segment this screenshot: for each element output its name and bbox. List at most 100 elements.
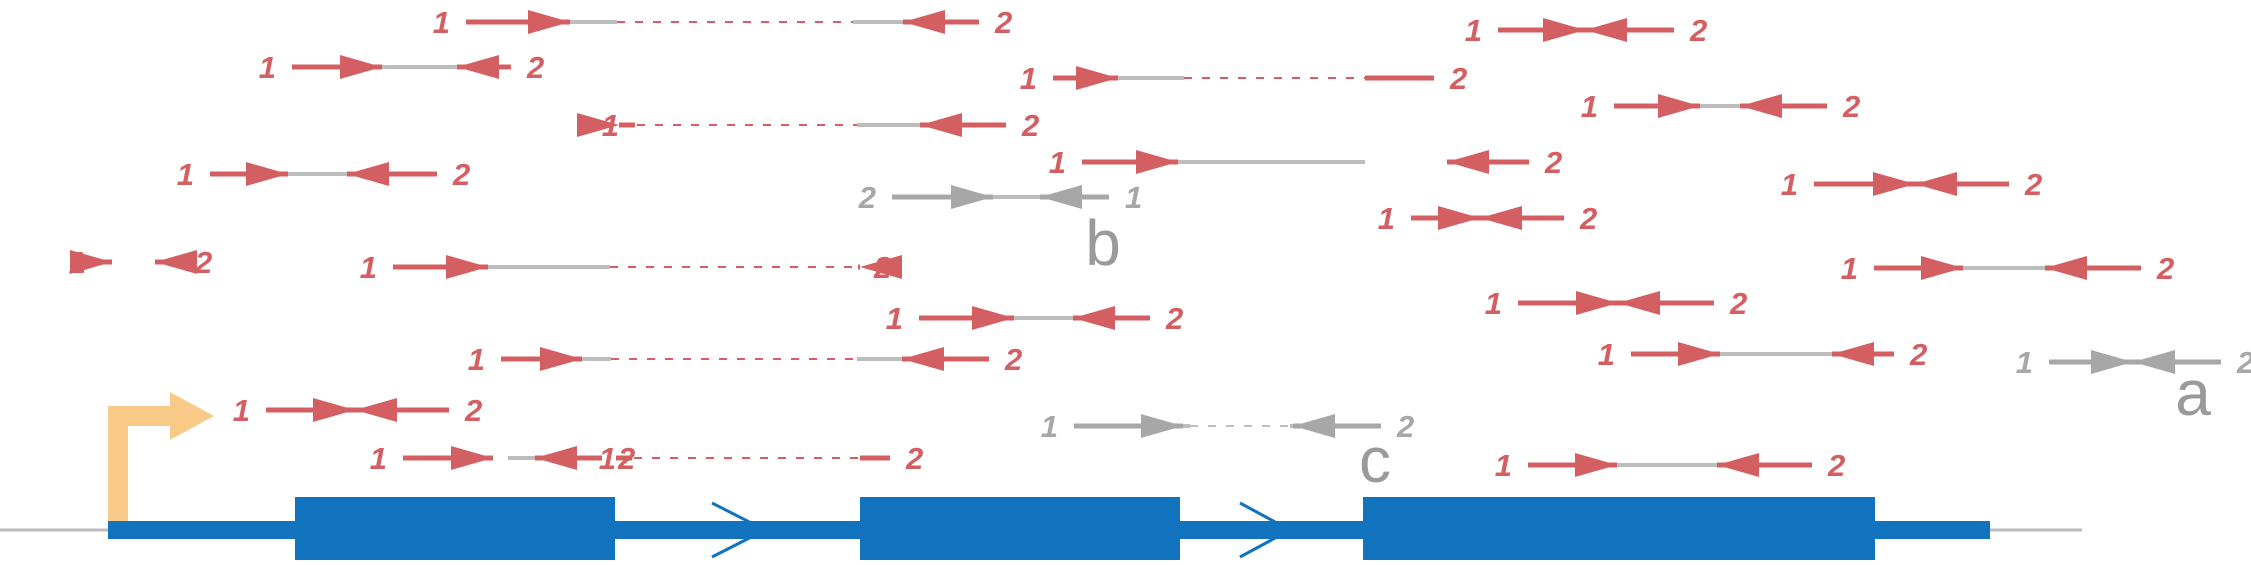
annotation-label-a: a bbox=[2175, 357, 2211, 429]
read-pair: 12 bbox=[360, 250, 892, 285]
read-end-label: 2 bbox=[452, 157, 470, 192]
read-pair: 12 bbox=[2016, 345, 2251, 380]
read-arrow-forward-icon bbox=[1575, 453, 1617, 477]
annotation-label-c: c bbox=[1359, 424, 1391, 496]
read-end-label: 1 bbox=[1598, 337, 1615, 372]
read-end-label: 2 bbox=[1729, 286, 1747, 321]
read-arrow-reverse-icon bbox=[1447, 150, 1489, 174]
annotation-label-b: b bbox=[1085, 207, 1121, 279]
read-end-label: 1 bbox=[1049, 145, 1066, 180]
read-end-label: 1 bbox=[886, 301, 903, 336]
read-arrow-forward-icon bbox=[446, 255, 488, 279]
read-arrow-reverse-icon bbox=[2045, 256, 2087, 280]
read-end-label: 1 bbox=[233, 393, 250, 428]
read-arrow-forward-icon bbox=[340, 55, 382, 79]
read-arrow-reverse-icon bbox=[1915, 172, 1957, 196]
read-end-label: 2 bbox=[1004, 342, 1022, 377]
read-end-label: 2 bbox=[1842, 89, 1860, 124]
read-pair: 12 bbox=[602, 108, 1040, 143]
exon-2 bbox=[860, 497, 1180, 560]
read-arrow-forward-icon bbox=[1873, 172, 1915, 196]
read-arrow-forward-icon bbox=[2091, 350, 2133, 374]
read-arrow-reverse-icon bbox=[1585, 18, 1627, 42]
read-end-label: 1 bbox=[1495, 448, 1512, 483]
read-arrow-forward-icon bbox=[1141, 414, 1183, 438]
exon-3 bbox=[1363, 497, 1875, 560]
read-arrow-forward-icon bbox=[1678, 342, 1720, 366]
read-end-label: 2 bbox=[1544, 145, 1562, 180]
read-end-label: 2 bbox=[1165, 301, 1183, 336]
read-arrow-reverse-icon bbox=[920, 113, 962, 137]
read-end-label: 2 bbox=[1396, 409, 1414, 444]
read-end-label: 1 bbox=[370, 441, 387, 476]
read-arrow-forward-icon bbox=[1921, 256, 1963, 280]
read-arrow-reverse-icon bbox=[860, 255, 902, 279]
read-end-label: 2 bbox=[194, 245, 212, 280]
read-arrow-forward-icon bbox=[1658, 94, 1700, 118]
read-arrow-reverse-icon bbox=[1073, 306, 1115, 330]
read-arrow-reverse-icon bbox=[1740, 94, 1782, 118]
read-end-label: 1 bbox=[1485, 286, 1502, 321]
read-end-label: 2 bbox=[2156, 251, 2174, 286]
read-arrow-forward-icon bbox=[540, 347, 582, 371]
read-end-label: 1 bbox=[1041, 409, 1058, 444]
read-end-label: 2 bbox=[994, 5, 1012, 40]
exon-1 bbox=[295, 497, 615, 560]
promoter-stem bbox=[108, 406, 175, 521]
read-arrow-forward-icon bbox=[246, 162, 288, 186]
read-arrow-reverse-icon bbox=[2133, 350, 2175, 374]
read-end-label: 1 bbox=[1781, 167, 1798, 202]
read-end-label: 1 bbox=[360, 250, 377, 285]
read-end-label: 1 bbox=[1020, 61, 1037, 96]
read-arrow-reverse-icon bbox=[1618, 291, 1660, 315]
read-end-label: 1 bbox=[1125, 180, 1142, 215]
read-arrow-reverse-icon bbox=[355, 398, 397, 422]
read-arrow-forward-icon bbox=[1576, 291, 1618, 315]
read-arrow-forward-icon bbox=[972, 306, 1014, 330]
read-end-label: 2 bbox=[858, 180, 876, 215]
read-end-label: 2 bbox=[1689, 13, 1707, 48]
read-arrow-reverse-icon bbox=[535, 446, 577, 470]
read-end-label: 2 bbox=[526, 50, 544, 85]
read-arrow-forward-icon bbox=[1543, 18, 1585, 42]
read-end-label: 2 bbox=[2024, 167, 2042, 202]
intron-chevron-icon bbox=[1239, 501, 1294, 559]
read-arrow-reverse-icon bbox=[457, 55, 499, 79]
read-pair: 12 bbox=[370, 441, 636, 476]
read-end-label: 2 bbox=[1021, 108, 1039, 143]
read-end-label: 1 bbox=[177, 157, 194, 192]
read-arrow-reverse-icon bbox=[1040, 185, 1082, 209]
read-end-label: 2 bbox=[1579, 201, 1597, 236]
read-arrow-forward-icon bbox=[951, 185, 993, 209]
read-end-label: 1 bbox=[433, 5, 450, 40]
read-end-label: 1 bbox=[259, 50, 276, 85]
read-end-label: 2 bbox=[2236, 345, 2251, 380]
read-arrow-reverse-icon bbox=[155, 250, 197, 274]
read-end-label: 1 bbox=[1841, 251, 1858, 286]
promoter-arrow-icon bbox=[170, 392, 214, 440]
read-arrow-reverse-icon bbox=[903, 10, 945, 34]
read-end-label: 1 bbox=[1581, 89, 1598, 124]
read-end-label: 1 bbox=[599, 441, 616, 476]
read-arrow-forward-icon bbox=[70, 250, 112, 274]
read-arrow-reverse-icon bbox=[902, 347, 944, 371]
read-end-label: 1 bbox=[2016, 345, 2033, 380]
read-arrow-forward-icon bbox=[577, 113, 619, 137]
read-arrow-reverse-icon bbox=[1480, 206, 1522, 230]
read-arrow-reverse-icon bbox=[1293, 414, 1335, 438]
read-arrow-forward-icon bbox=[1136, 150, 1178, 174]
read-end-label: 2 bbox=[905, 441, 923, 476]
read-end-label: 1 bbox=[468, 342, 485, 377]
read-end-label: 2 bbox=[1909, 337, 1927, 372]
read-arrow-reverse-icon bbox=[1717, 453, 1759, 477]
